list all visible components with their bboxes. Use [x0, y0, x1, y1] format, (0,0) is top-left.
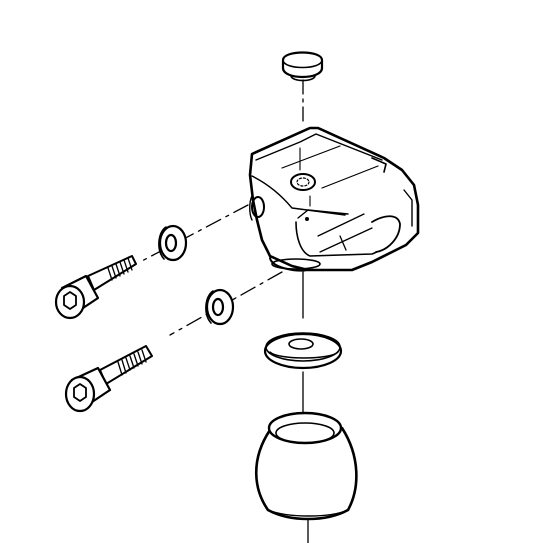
hex-socket-icon — [73, 383, 87, 402]
seat-ring — [263, 332, 343, 370]
threaded-hole — [290, 173, 316, 191]
plug-cap — [281, 51, 324, 82]
ball-sleeve — [254, 411, 358, 521]
clamp-block — [248, 126, 420, 272]
hex-socket-icon — [63, 291, 77, 310]
socket-head-cap-screw-upper — [54, 255, 137, 320]
washer-lower — [205, 288, 235, 326]
socket-head-cap-screw-lower — [64, 345, 153, 413]
washer-upper — [158, 224, 188, 262]
